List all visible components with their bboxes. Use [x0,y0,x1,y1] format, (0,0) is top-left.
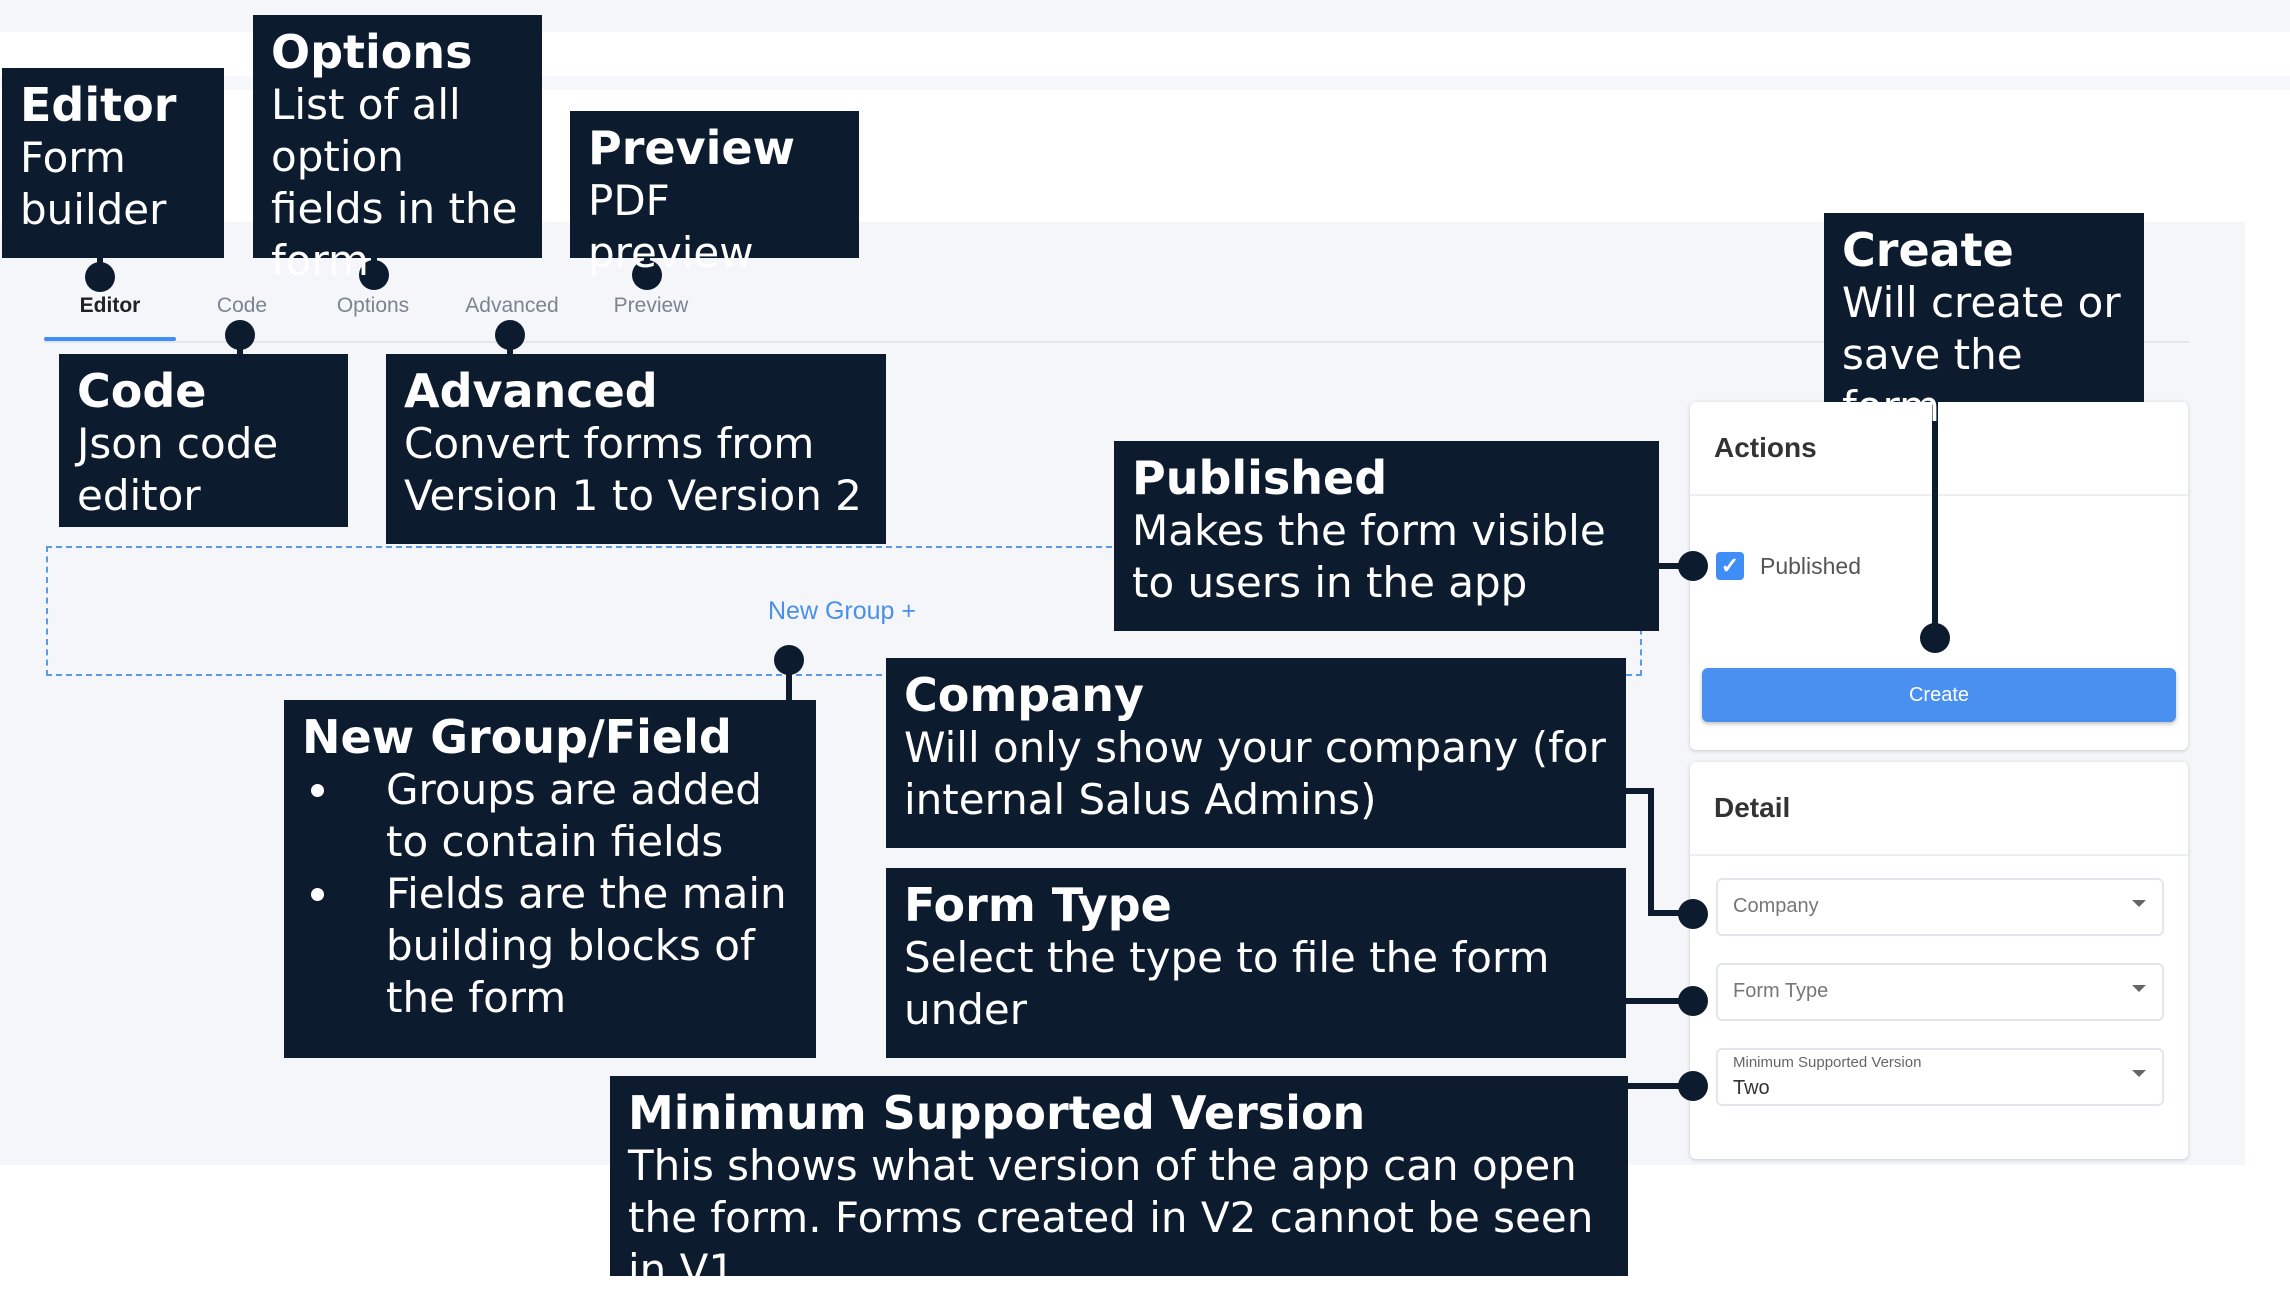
pointer-dot [1678,986,1708,1016]
detail-panel-title: Detail [1714,792,1791,823]
callout-body: Will only show your company (for interna… [904,723,1606,824]
callout-body: Makes the form visible to users in the a… [1132,506,1606,607]
pointer-dot [1678,551,1708,581]
callout-title: Minimum Supported Version [628,1086,1366,1140]
callout-title: Published [1132,451,1388,505]
tab-options[interactable]: Options [336,294,410,317]
pointer-dot [774,645,804,675]
right-margin [2245,90,2290,1165]
callout-body: Select the type to file the form under [904,933,1550,1034]
callout-title: Preview [588,121,796,175]
pointer-dot [632,260,662,290]
tab-editor[interactable]: Editor [79,294,141,317]
actions-panel-title: Actions [1714,432,1817,463]
callout-title: Company [904,668,1144,722]
callout-bullets: Groups are added to contain fields Field… [302,764,798,1024]
pointer-dot [1678,1071,1708,1101]
panel-separator [1690,854,2188,856]
callout-title: Code [77,364,207,418]
connector-line [1624,1083,1694,1089]
published-checkbox[interactable]: ✓ [1716,552,1744,580]
callout-company: Company Will only show your company (for… [886,658,1626,848]
top-strip-secondary [0,76,2290,90]
form-type-placeholder: Form Type [1733,980,1829,1002]
min-version-value: Two [1733,1077,1770,1099]
company-placeholder: Company [1733,895,1819,917]
callout-title: New Group/Field [302,710,732,764]
callout-body: Form builder [20,133,167,234]
min-version-label: Minimum Supported Version [1733,1054,1922,1071]
callout-title: Options [271,25,473,79]
tab-advanced[interactable]: Advanced [465,294,559,317]
published-label: Published [1760,553,1862,579]
callout-body: Convert forms from Version 1 to Version … [404,419,862,520]
callout-published: Published Makes the form visible to user… [1114,441,1659,631]
callout-body: This shows what version of the app can o… [628,1141,1594,1294]
active-tab-indicator [44,337,176,341]
chevron-down-icon [2132,1070,2146,1077]
connector-line [1624,998,1694,1004]
pointer-dot [495,320,525,350]
callout-new-group: New Group/Field Groups are added to cont… [284,700,816,1058]
create-button[interactable]: Create [1702,668,2176,722]
connector-line [1659,563,1695,569]
company-select[interactable]: Company [1716,878,2164,936]
callout-bullet: Groups are added to contain fields [344,764,798,868]
pointer-dot [85,262,115,292]
connector-line [1624,788,1654,794]
connector-line [1648,788,1654,913]
chevron-down-icon [2132,900,2146,907]
chevron-down-icon [2132,985,2146,992]
callout-title: Advanced [404,364,658,418]
connector-line [786,660,792,702]
min-version-select[interactable]: Minimum Supported Version Two [1716,1048,2164,1106]
new-group-button[interactable]: New Group + [768,597,916,625]
connector-line [1648,910,1694,916]
callout-options: Options List of all option fields in the… [253,15,542,285]
callout-title: Editor [20,78,177,132]
callout-body: Json code editor [77,419,279,520]
callout-code: Code Json code editor [59,354,348,527]
pointer-dot [1920,623,1950,653]
callout-advanced: Advanced Convert forms from Version 1 to… [386,354,886,544]
check-icon: ✓ [1720,553,1740,578]
callout-create: Create Will create or save the form [1824,213,2144,431]
callout-preview: Preview PDF preview [570,111,859,277]
form-type-select[interactable]: Form Type [1716,963,2164,1021]
panel-separator [1690,494,2188,496]
tab-preview[interactable]: Preview [613,294,689,317]
tab-divider [44,341,2189,343]
pointer-dot [1678,899,1708,929]
callout-bullet: Fields are the main building blocks of t… [344,868,798,1024]
pointer-dot [359,260,389,290]
callout-title: Create [1842,223,2014,277]
callout-form-type: Form Type Select the type to file the fo… [886,868,1626,1058]
connector-line [1932,400,1938,638]
callout-body: PDF preview [588,176,754,277]
callout-title: Form Type [904,878,1172,932]
tab-code[interactable]: Code [216,294,268,317]
callout-editor: Editor Form builder [2,68,224,258]
callout-min-version: Minimum Supported Version This shows wha… [610,1076,1628,1294]
callout-body: Will create or save the form [1842,278,2121,431]
callout-body: List of all option fields in the form [271,80,518,285]
pointer-dot [225,320,255,350]
